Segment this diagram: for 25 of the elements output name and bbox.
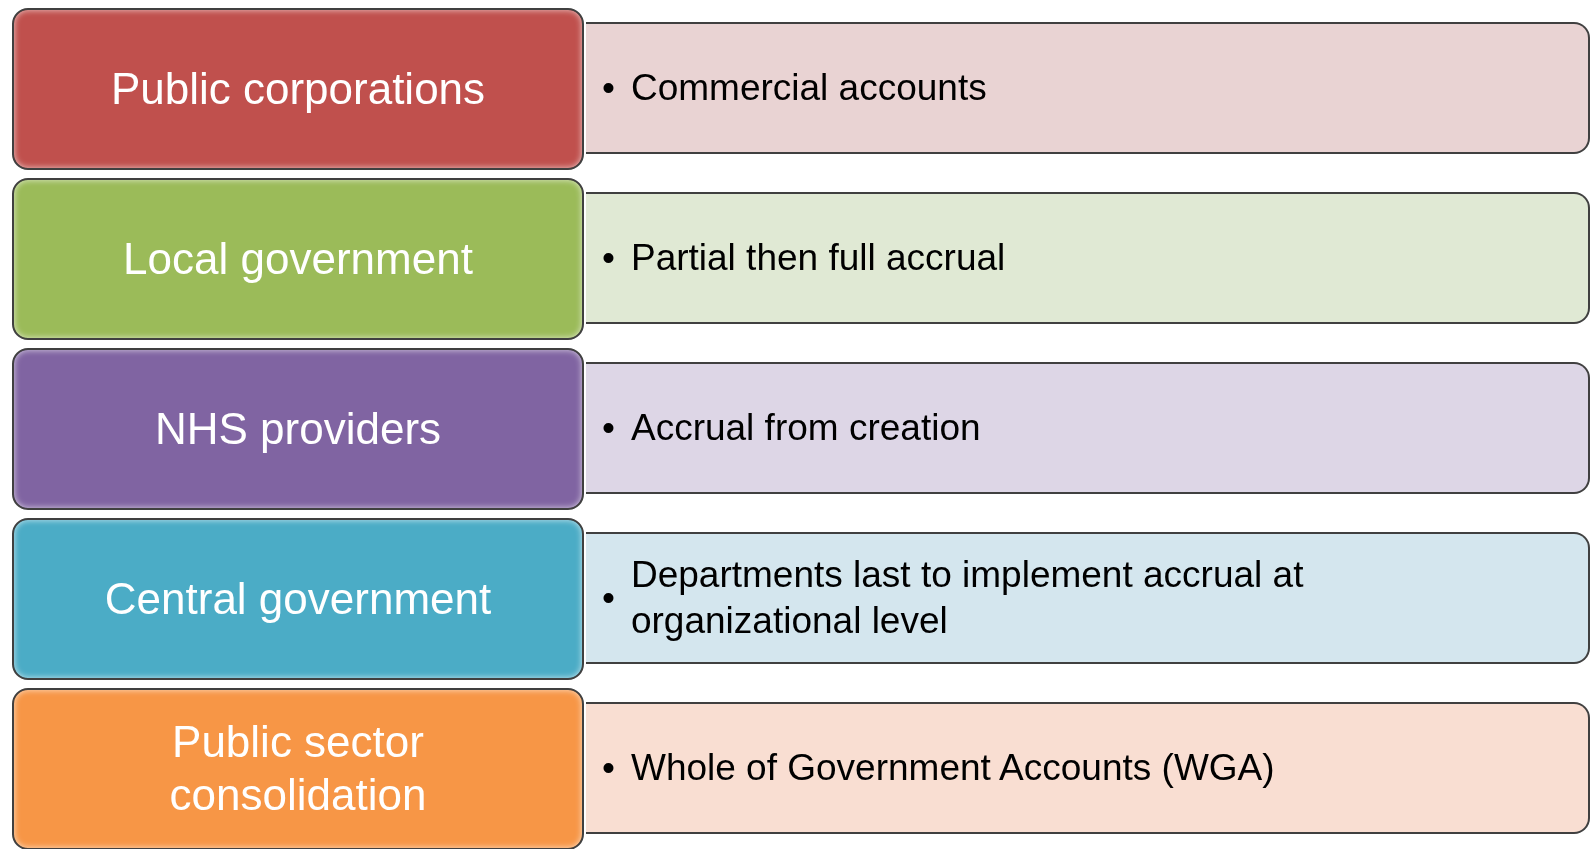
category-label: NHS providers [154, 402, 442, 455]
description-text: Departments last to implement accrual at organizational level [630, 552, 1305, 643]
category-label: Local government [123, 232, 473, 285]
category-label: Public sector consolidation [168, 716, 428, 821]
category-label: Public corporations [110, 62, 486, 115]
bullet: • [602, 575, 615, 620]
bullet: • [602, 405, 615, 450]
bullet: • [602, 745, 615, 790]
description-text: Commercial accounts [630, 65, 987, 110]
description-text: Accrual from creation [630, 405, 981, 450]
category-box [12, 178, 584, 340]
description-text: Partial then full accrual [630, 235, 1006, 280]
category-label: Central government [104, 572, 492, 625]
category-box [12, 688, 584, 849]
description-box [586, 362, 1590, 494]
description-text: Whole of Government Accounts (WGA) [630, 745, 1275, 790]
category-box [12, 348, 584, 510]
category-box [12, 8, 584, 170]
description-box [586, 192, 1590, 324]
category-box [12, 518, 584, 680]
bullet: • [602, 235, 615, 280]
bullet: • [602, 65, 615, 110]
description-box [586, 22, 1590, 154]
description-box [586, 532, 1590, 664]
description-box [586, 702, 1590, 834]
